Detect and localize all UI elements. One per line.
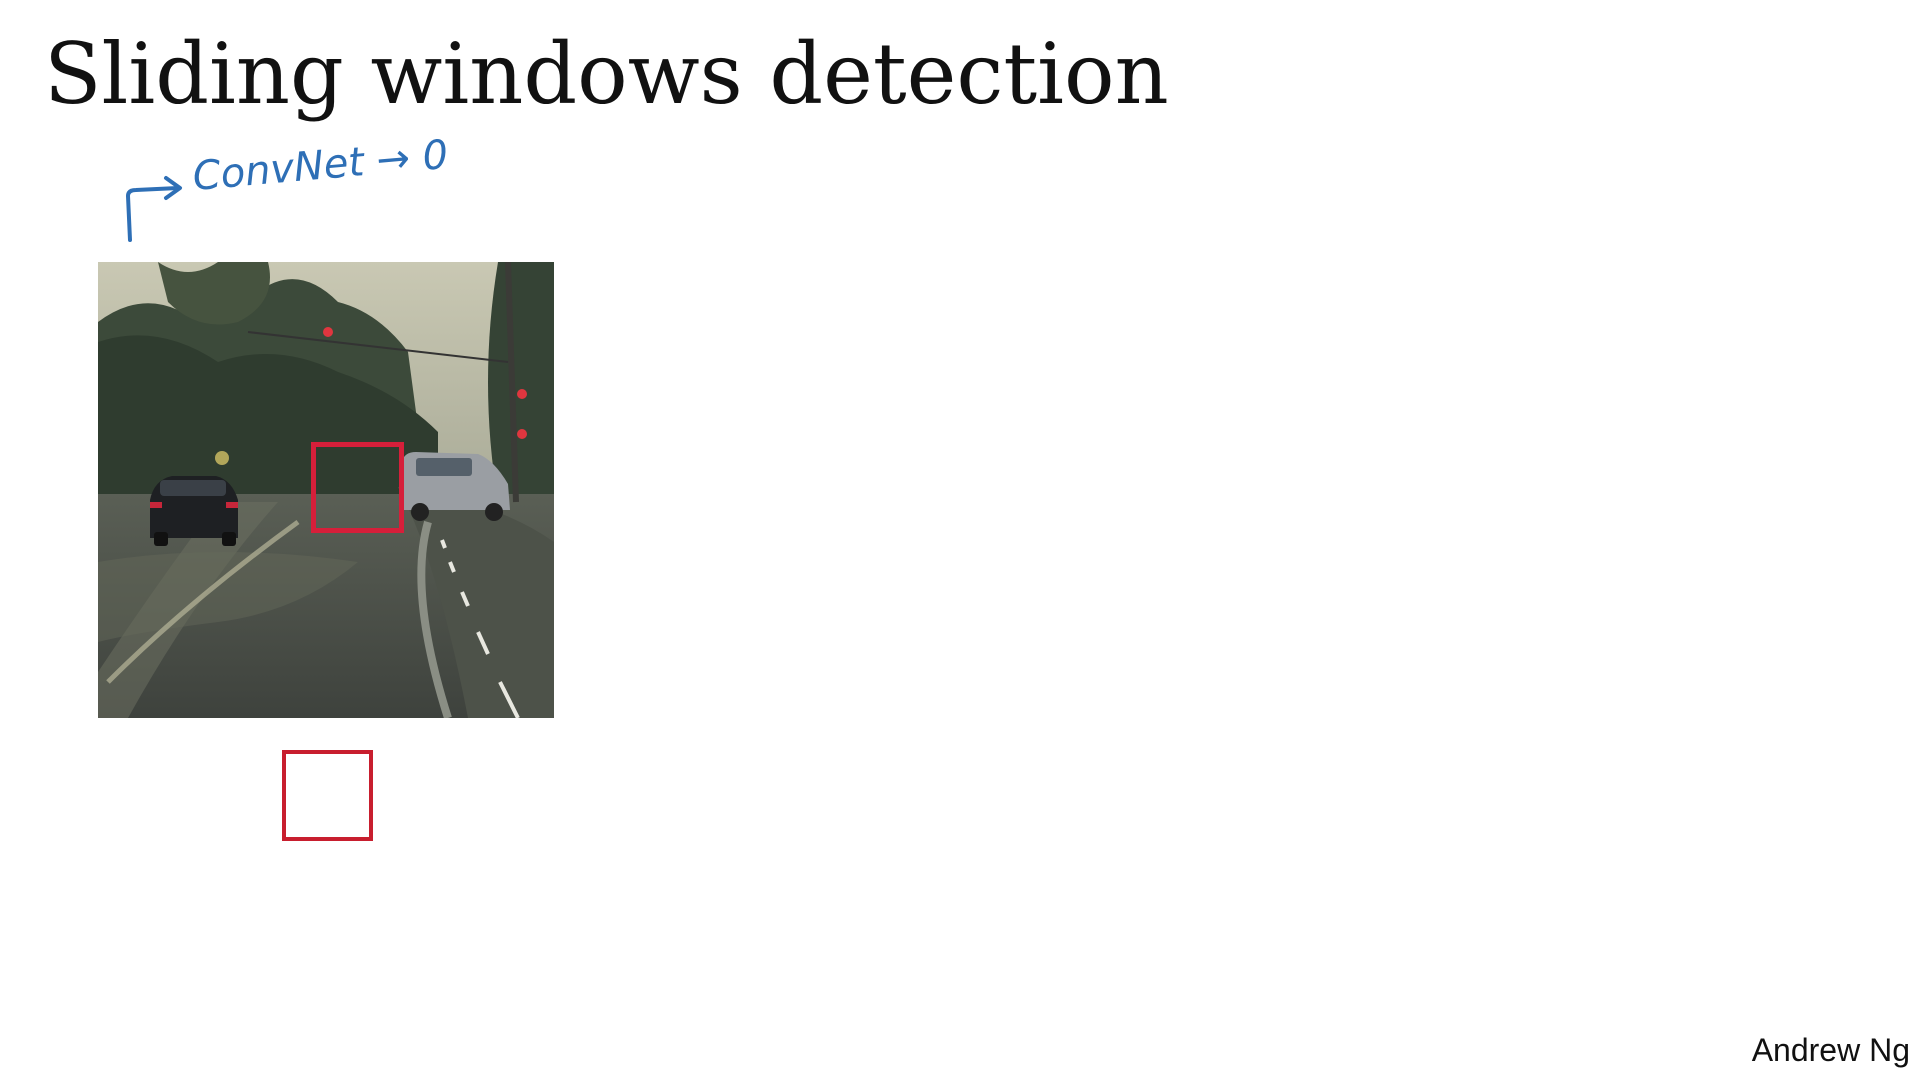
window-crop-box [282,750,373,841]
sliding-window-box [311,442,404,533]
car-dark [150,476,238,546]
author-credit: Andrew Ng [1751,1032,1910,1068]
handwritten-annotation: ConvNet → 0 [126,132,450,242]
arrow-icon [126,176,182,242]
slide-title: Sliding windows detection [44,25,1169,123]
annotation-text: ConvNet → 0 [191,132,450,200]
van-silver [402,452,510,521]
